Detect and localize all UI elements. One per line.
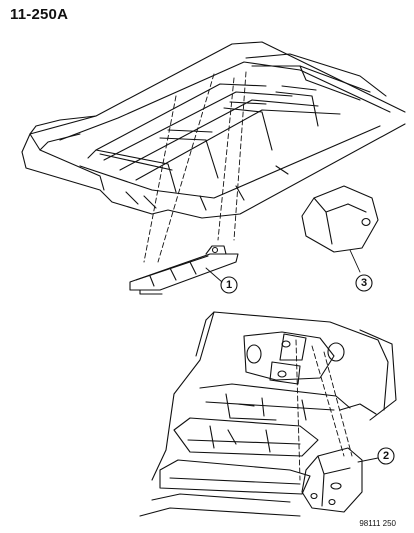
callout-2-leader: [357, 457, 379, 463]
callout-1-leader: [205, 267, 223, 283]
part-1-floor-plate: [129, 245, 239, 295]
assembly-leader-lines-lower: [295, 339, 353, 481]
callout-2-label: 2: [383, 450, 389, 462]
part-2-console-bracket: [301, 447, 363, 513]
callout-3-circle: [355, 274, 373, 292]
callout-1-circle: [220, 276, 238, 294]
figure-reference-code: 98111 250: [359, 519, 396, 528]
page-section-code: 11-250A: [10, 6, 69, 23]
assembly-leader-lines-upper: [143, 71, 247, 263]
part-3-heat-shield: [301, 185, 379, 253]
callout-3-leader: [349, 249, 361, 273]
underbody-floor-pan: [21, 41, 406, 219]
callout-1-label: 1: [226, 279, 232, 291]
interior-floor-view: [139, 311, 397, 517]
callout-3-label: 3: [361, 277, 367, 289]
callout-2-circle: [377, 447, 395, 465]
